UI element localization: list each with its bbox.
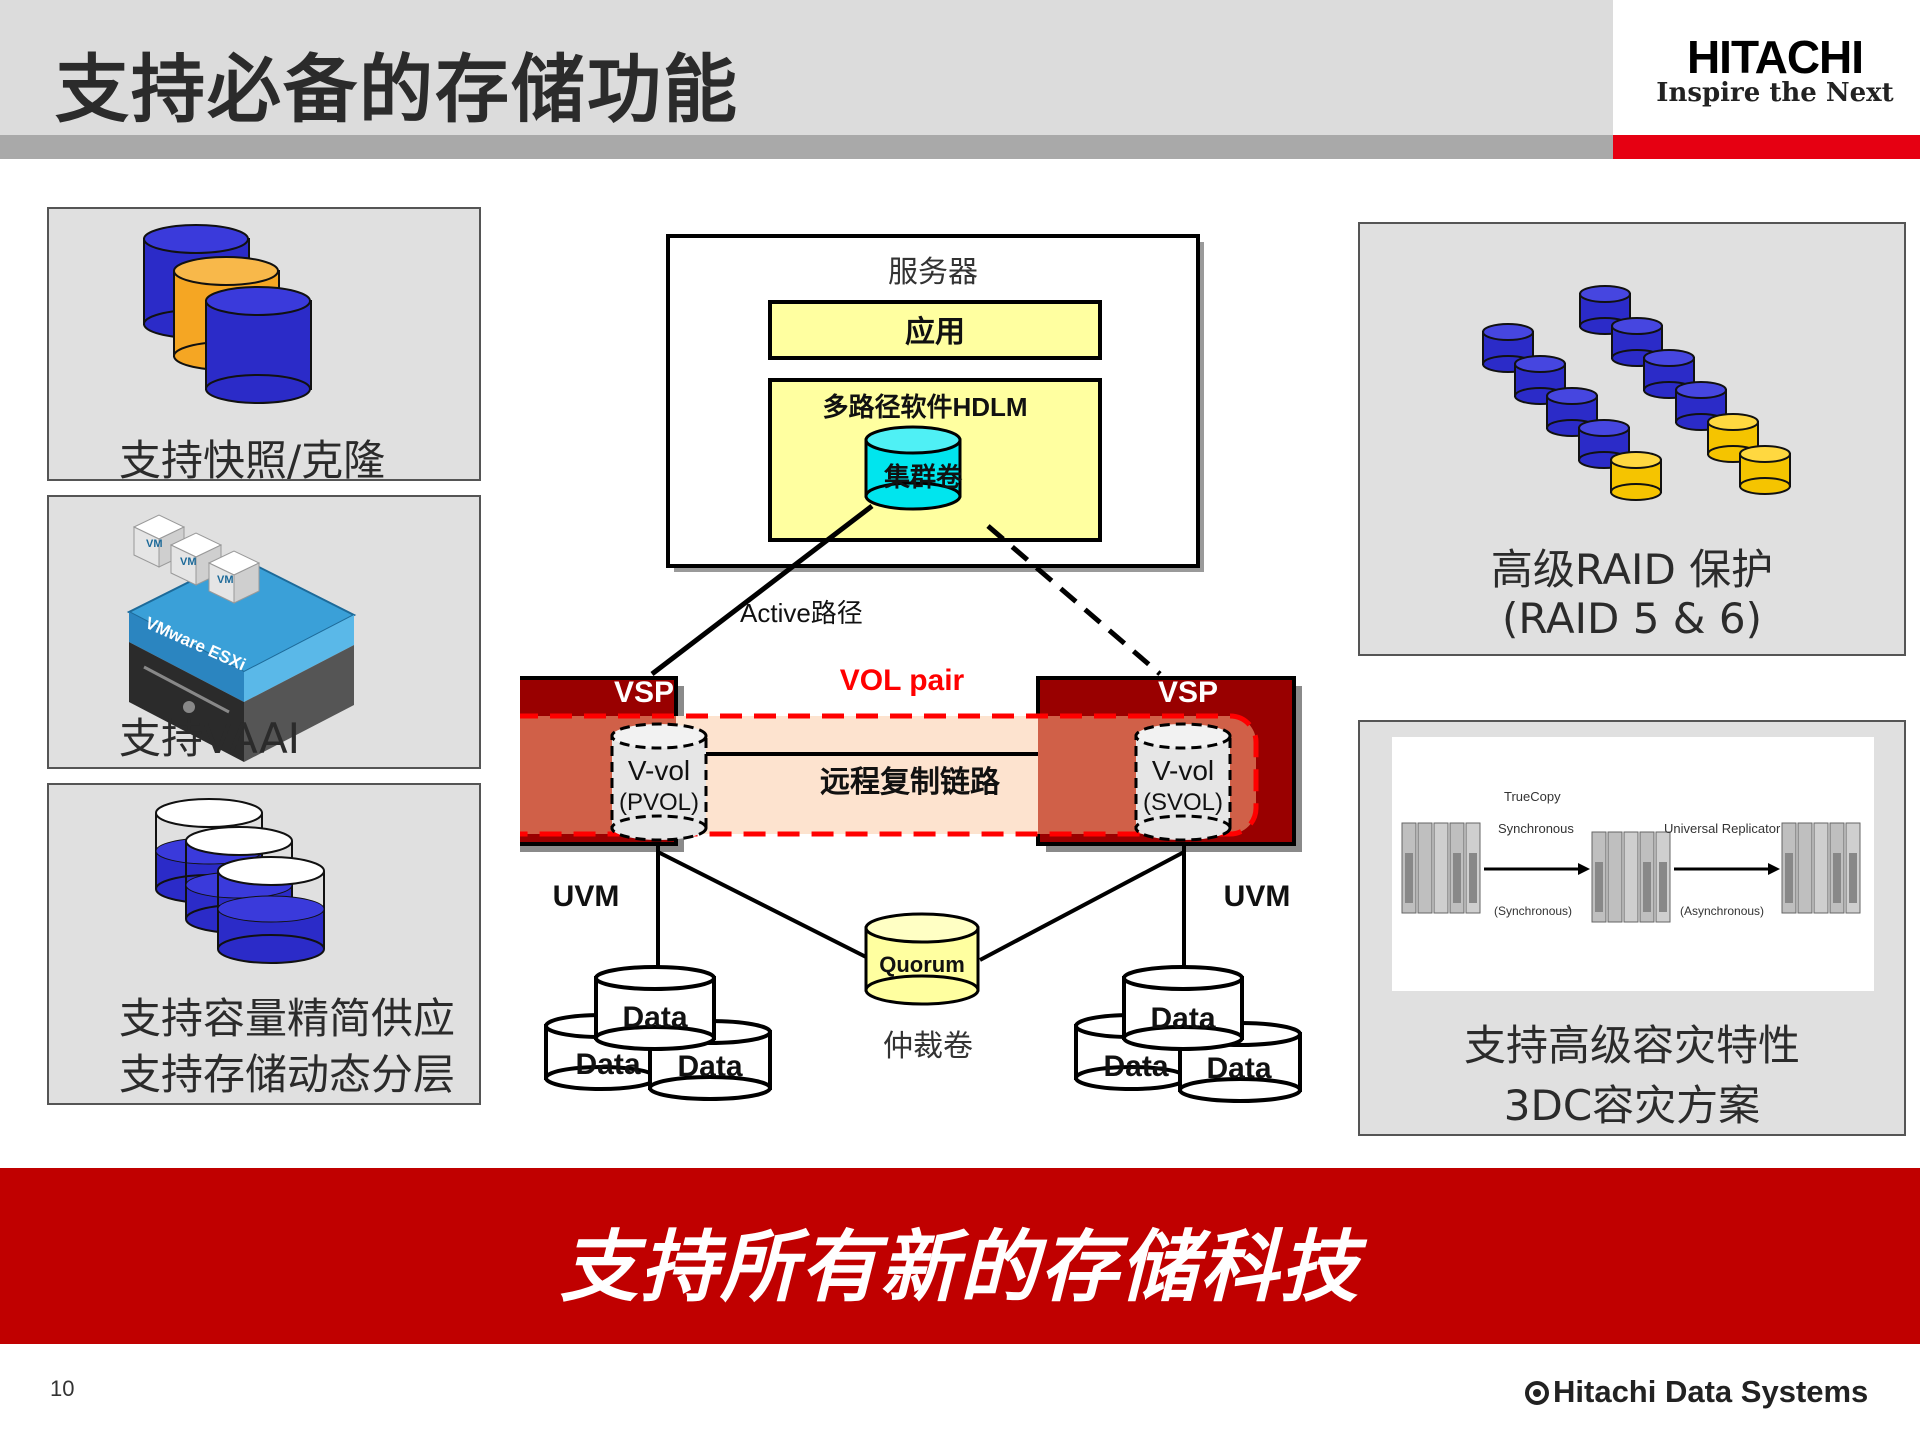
vm-label: VM xyxy=(146,538,163,550)
truecopy-sync-label: (Synchronous) xyxy=(1494,904,1572,918)
quorum-right-line xyxy=(979,850,1185,962)
standby-path-line xyxy=(986,524,1162,676)
bottom-banner xyxy=(0,1168,1920,1344)
logo-tagline: Inspire the Next xyxy=(1656,78,1894,108)
hitachi-logo: HITACHI xyxy=(1686,31,1864,83)
data-cylinder-left-top xyxy=(594,965,716,1051)
arbitration-label: 仲裁卷 xyxy=(883,1030,973,1063)
snapshot-label: 支持快照/克隆 xyxy=(119,436,386,485)
raid-disks-icon xyxy=(1482,285,1791,501)
active-path-label: Active路径 xyxy=(740,598,863,628)
server-label: 服务器 xyxy=(888,256,978,289)
vmware-server-icon: VM VM VM VMware ESXi xyxy=(126,514,357,762)
vol-pair-label: VOL pair xyxy=(840,664,965,697)
header-underline xyxy=(0,135,1613,159)
data-label: Data xyxy=(1206,1052,1271,1085)
stacked-cylinders-icon xyxy=(143,224,312,404)
svol-label: V-vol xyxy=(1152,755,1214,786)
universal-replicator-label: Universal Replicator xyxy=(1664,821,1781,836)
panel-thin-provisioning: 支持容量精简供应 支持存储动态分层 xyxy=(47,783,481,1105)
page-title: 支持必备的存储功能 xyxy=(55,47,739,133)
data-label: Data xyxy=(575,1048,640,1081)
remote-link-label: 远程复制链路 xyxy=(820,765,1001,799)
svol-cylinder xyxy=(1134,722,1232,842)
panel-snapshot: 支持快照/克隆 xyxy=(47,207,481,485)
page-number: 10 xyxy=(50,1376,75,1401)
cluster-volume-cylinder xyxy=(864,425,962,511)
vsp-left-label: VSP xyxy=(614,676,674,709)
hdlm-label: 多路径软件HDLM xyxy=(822,392,1027,422)
raid-label: 高级RAID 保护 xyxy=(1490,545,1774,594)
footer-company-name: Hitachi Data Systems xyxy=(1553,1374,1869,1409)
pvol-cylinder xyxy=(610,722,708,842)
svol-role-label: (SVOL) xyxy=(1143,789,1223,816)
quorum-cylinder xyxy=(864,912,980,1006)
hds-logo-icon xyxy=(1525,1381,1549,1405)
banner-text: 支持所有新的存储科技 xyxy=(559,1223,1360,1313)
tiering-label: 支持存储动态分层 xyxy=(119,1050,456,1099)
data-label: Data xyxy=(622,1001,687,1034)
cluster-volume-label: 集群卷 xyxy=(883,462,963,492)
panel-disaster-recovery: TrueCopy Synchronous (Synchronous) Unive… xyxy=(1358,720,1906,1136)
logo-area xyxy=(1613,0,1920,135)
footer-company-logo: Hitachi Data Systems xyxy=(1525,1374,1868,1410)
pvol-label: V-vol xyxy=(628,755,690,786)
ur-async-label: (Asynchronous) xyxy=(1680,904,1764,918)
data-label: Data xyxy=(677,1050,742,1083)
uvm-left-label: UVM xyxy=(553,880,620,913)
logo-red-strip xyxy=(1613,135,1920,159)
truecopy-label: TrueCopy xyxy=(1504,789,1561,804)
app-label: 应用 xyxy=(905,315,965,349)
uvm-right-label: UVM xyxy=(1224,880,1291,913)
panel-vaai: VM VM VM VMware ESXi 支持VAAI xyxy=(47,495,481,769)
truecopy-mode-label: Synchronous xyxy=(1498,821,1574,836)
partial-cylinders-icon xyxy=(155,798,325,964)
thin-provisioning-label: 支持容量精简供应 xyxy=(119,994,456,1043)
data-cylinder-right-top xyxy=(1122,965,1244,1051)
raid-levels-label: (RAID 5 & 6) xyxy=(1502,594,1762,643)
vm-label: VM xyxy=(217,574,234,586)
app-box xyxy=(768,300,1102,360)
gad-architecture-diagram: 服务器 应用 多路径软件HDLM 集群卷 Active路径 VSP VSP VO… xyxy=(520,234,1302,1103)
quorum-left-line xyxy=(657,850,873,962)
vm-label: VM xyxy=(180,556,197,568)
vol-pair-border xyxy=(520,713,1259,837)
3dc-replication-diagram: TrueCopy Synchronous (Synchronous) Unive… xyxy=(1401,789,1861,923)
vsp-right-label: VSP xyxy=(1158,676,1218,709)
3dc-inset: TrueCopy Synchronous (Synchronous) Unive… xyxy=(1392,737,1874,991)
pvol-role-label: (PVOL) xyxy=(619,789,699,816)
dr-feature-label: 支持高级容灾特性 xyxy=(1463,1021,1800,1070)
panel-raid: 高级RAID 保护 (RAID 5 & 6) xyxy=(1358,222,1906,656)
data-label: Data xyxy=(1150,1002,1215,1035)
quorum-label: Quorum xyxy=(879,952,965,977)
vaai-label: 支持VAAI xyxy=(119,714,301,763)
header-bar xyxy=(0,0,1613,135)
active-path-line xyxy=(650,504,874,676)
data-label: Data xyxy=(1103,1050,1168,1083)
3dc-label: 3DC容灾方案 xyxy=(1503,1081,1761,1130)
remote-link-region xyxy=(676,716,1038,834)
